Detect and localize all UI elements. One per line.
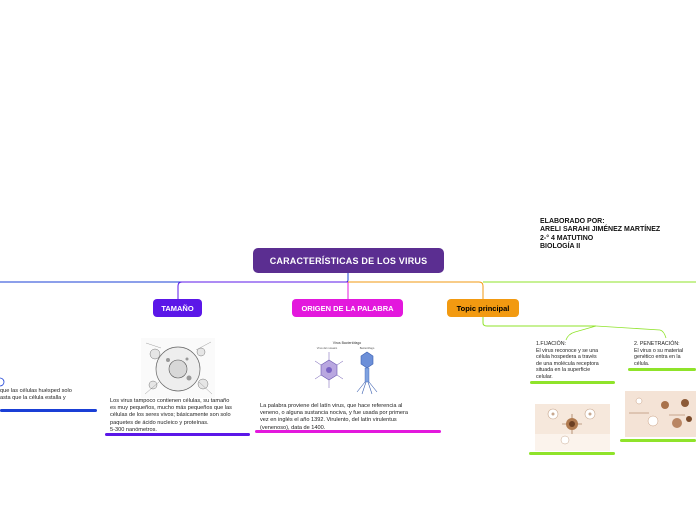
author-block: ELABORADO POR: ARELI SARAHI JIMÉNEZ MART… [540,218,660,252]
step-fijacion-underline [530,381,615,384]
tamano-text: Los virus tampoco contienen células, su … [110,398,232,434]
root-topic[interactable]: CARACTERÍSTICAS DE LOS VIRUS [253,248,444,273]
virus-image-caption: Virus Bacteriófago [333,341,362,345]
step-fijacion-image-underline [529,452,615,455]
text-line: celular. [536,373,553,380]
connector-left [0,273,349,283]
text-line: 1.FIJACIÓN: [536,341,567,347]
tamano-underline [105,433,250,436]
text-line: asta que la célula estalla y [0,395,66,402]
virus-diagram-icon: Virus Bacteriófago Virus del mosaico Bac… [309,338,386,401]
text-line: veneno, o alguna sustancia nociva, y fue… [260,410,409,417]
text-line: (venenoso), data de 1400. [260,424,326,431]
text-line: genético entra en la [634,354,681,361]
collapse-toggle-icon[interactable] [0,377,5,387]
text-line: 5-300 nanómetros. [110,426,157,433]
text-line: vez en inglés el año 1392. Virulento, de… [260,417,397,424]
virus-image-label: Bacteriófago [360,346,375,350]
text-line: El virus reconoce y se una [536,347,599,354]
author-line: ARELI SARAHI JIMÉNEZ MARTÍNEZ [540,226,661,234]
text-line: paquetes de ácido nucleico y proteínas. [110,419,209,426]
connector-tamano [177,281,348,299]
fixation-illustration-icon [535,404,610,451]
left-underline [0,409,97,412]
text-line: La palabra proviene del latín virus, que… [260,403,403,409]
step-penetracion-image-underline [620,439,696,442]
topic-tamano[interactable]: TAMAÑO [153,299,202,317]
author-line: 2-° 4 MATUTINO [540,234,594,242]
virus-image-label: Virus del mosaico [317,346,338,350]
author-line: BIOLOGÍA II [540,243,581,251]
root-topic-label: CARACTERÍSTICAS DE LOS VIRUS [269,255,428,266]
topic-principal[interactable]: Topic principal [447,299,519,317]
connector-step2 [595,325,667,339]
connector-topic-down [482,317,596,327]
text-line: Los virus tampoco contienen células, su … [110,398,230,404]
topic-origen[interactable]: ORIGEN DE LA PALABRA [292,299,403,317]
step-penetracion-underline [628,368,696,371]
topic-tamano-label: TAMAÑO [161,303,194,313]
author-line: ELABORADO POR: [540,218,605,225]
cell-illustration-icon [141,338,215,398]
topic-origen-label: ORIGEN DE LA PALABRA [301,303,394,313]
text-line: El virus o su material [634,347,684,354]
text-line: célula hospedera a través [536,354,597,361]
left-partial-text: que las células huésped solo asta que la… [0,388,72,402]
step-fijacion-text: 1.FIJACIÓN: El virus reconoce y se una c… [536,341,599,381]
text-line: célula. [634,360,650,367]
text-line: situada en la superficie [536,367,591,374]
text-line: 2. PENETRACIÓN: [634,341,680,347]
text-line: que las células huésped solo [0,388,72,394]
step-penetracion-text: 2. PENETRACIÓN: El virus o su material g… [634,341,683,367]
text-line: células de los seres vivos; básicamente … [110,412,231,419]
topic-principal-label: Topic principal [456,303,510,313]
connector-step1 [565,325,597,341]
penetration-illustration-icon [625,391,696,437]
origen-underline [255,430,441,433]
text-line: de una molécula receptora [536,360,599,367]
origen-text: La palabra proviene del latín virus, que… [260,403,408,432]
text-line: es muy pequeños, mucho más pequeños que … [110,405,232,412]
connector-topic [348,281,484,299]
